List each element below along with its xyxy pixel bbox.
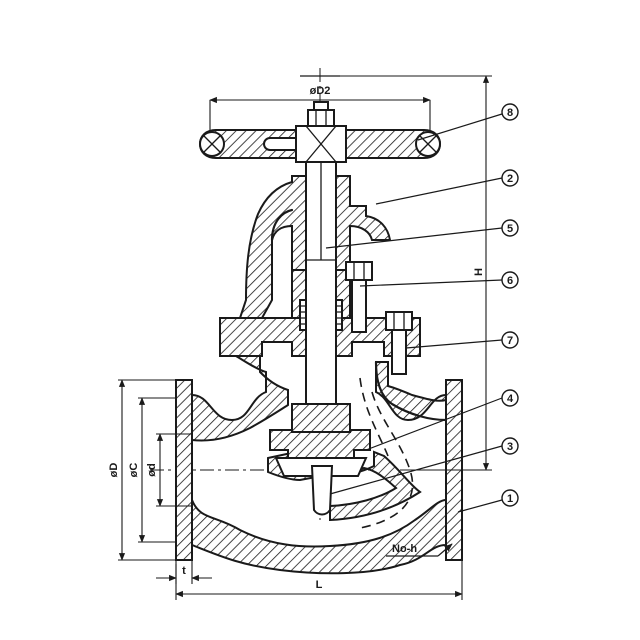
part-leaders [325,113,503,513]
seat-plug [310,465,334,516]
part-balloon-1: 1 [501,489,519,507]
dim-flange-thickness: t [182,565,186,577]
part-balloon-8: 8 [501,103,519,121]
dim-flange-outer-diameter: øD [108,463,120,478]
part-balloon-2: 2 [501,169,519,187]
flow-path-hidden [359,377,414,529]
valve-body [175,339,463,575]
gland-bolt [345,261,373,333]
dim-bolt-circle-diameter: øC [128,463,140,478]
dim-height: H [473,268,485,276]
part-balloon-5: 5 [501,219,519,237]
dim-handwheel-diameter: øD2 [310,85,331,97]
dim-bore-diameter: ød [146,463,158,476]
part-number-1: 1 [507,493,513,505]
part-number-3: 3 [507,441,513,453]
part-balloon-7: 7 [501,331,519,349]
part-number-7: 7 [507,335,513,347]
part-balloon-6: 6 [501,271,519,289]
part-balloon-4: 4 [501,389,519,407]
part-number-5: 5 [507,223,513,235]
part-number-8: 8 [507,107,513,119]
dim-face-to-face-length: L [316,579,323,591]
handwheel [198,101,442,163]
part-balloon-3: 3 [501,437,519,455]
bonnet-bolt [385,311,413,375]
part-number-6: 6 [507,275,513,287]
stem [305,137,337,439]
dim-bolt-holes: No-h [392,543,417,555]
part-number-4: 4 [507,393,514,405]
part-number-2: 2 [507,173,513,185]
